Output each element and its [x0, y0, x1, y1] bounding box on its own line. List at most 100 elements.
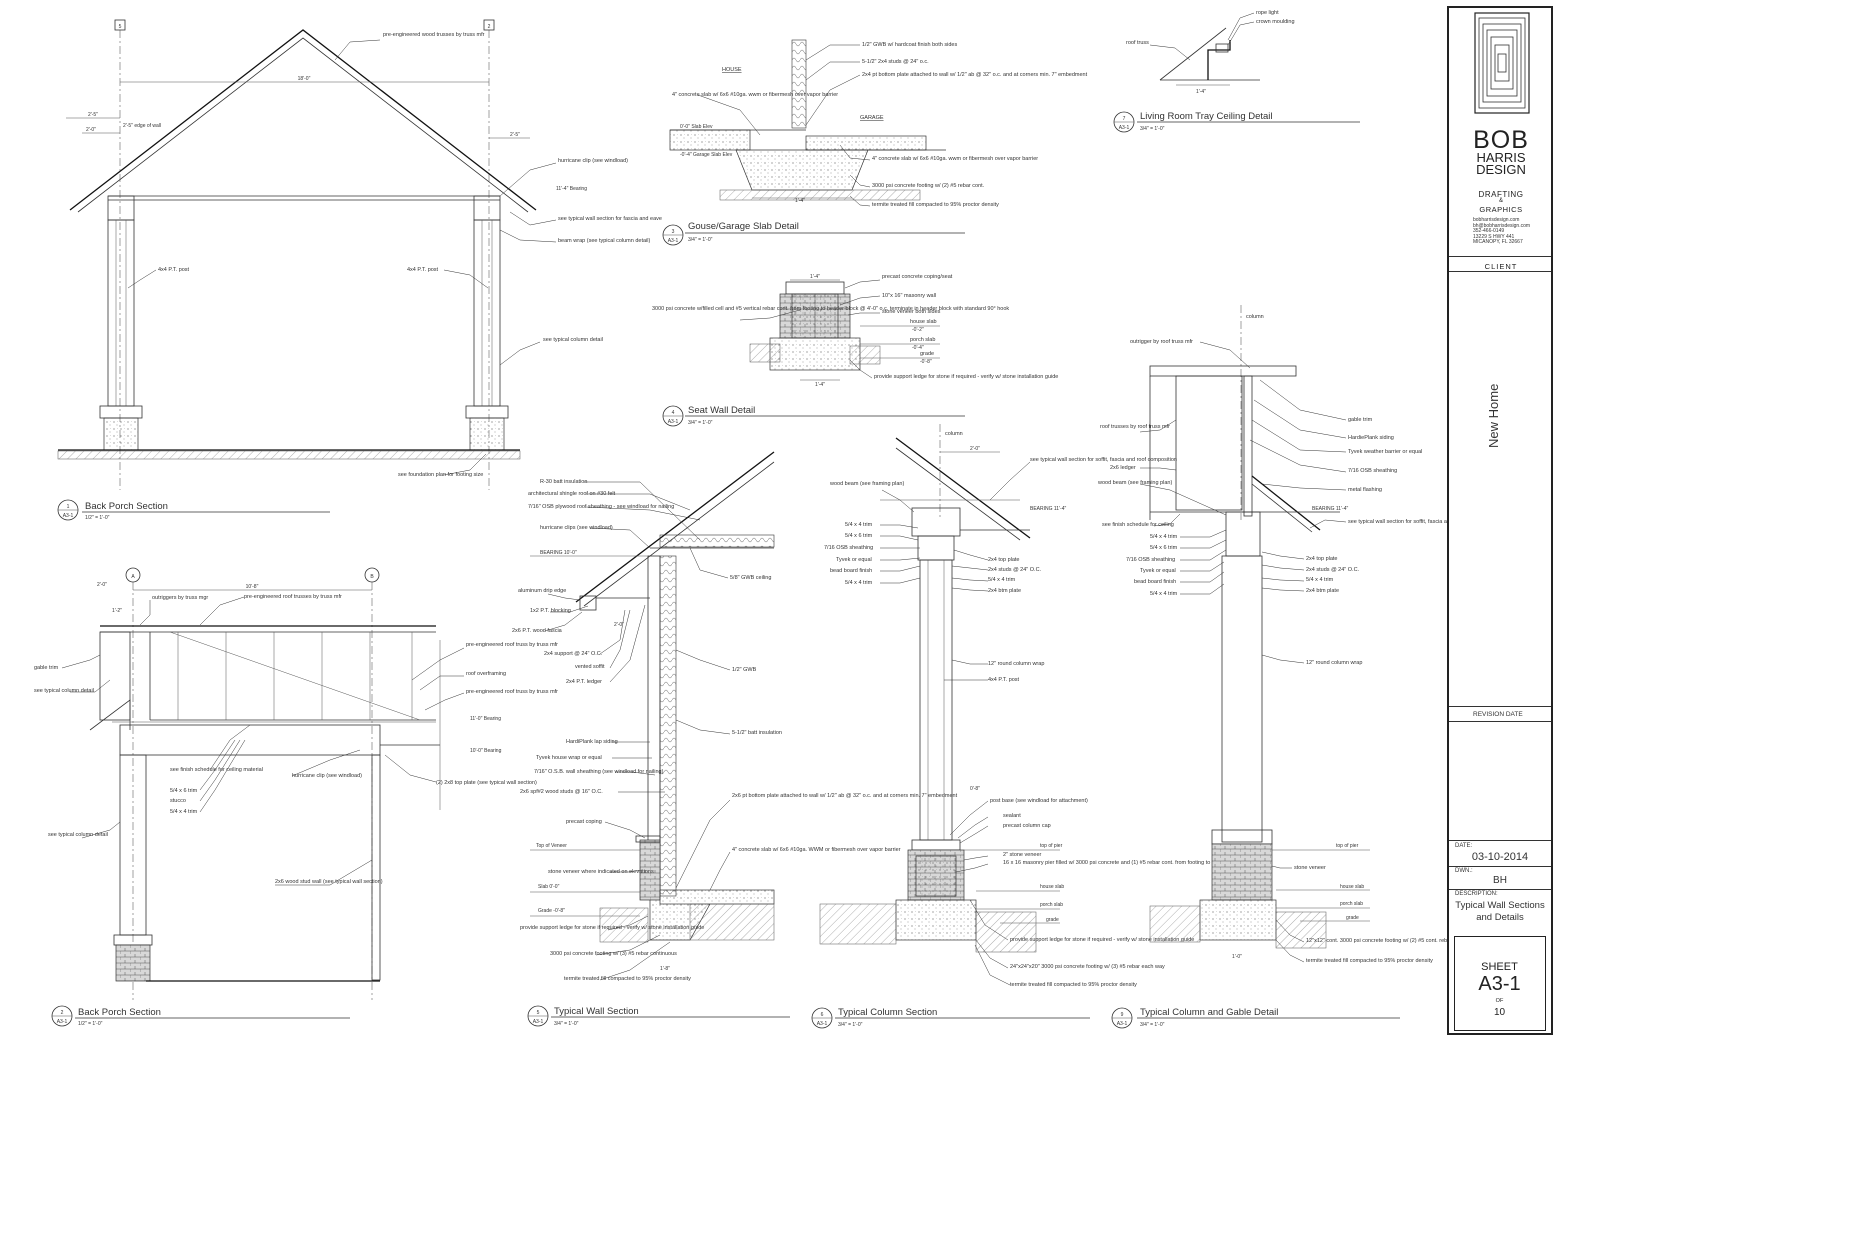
note-text: 5/4 x 6 trim	[170, 788, 198, 794]
firm-name-line: BOB	[1473, 126, 1529, 154]
note-text: 4" concrete slab w/ 6x6 #10ga. wwm or fi…	[872, 156, 1038, 162]
detail-title: Back Porch Section	[78, 1007, 161, 1018]
detail-number: 7	[1123, 116, 1126, 122]
dim-text: 2'-5" edge of wall	[123, 123, 161, 129]
total-sheets: 10	[1493, 1007, 1506, 1018]
note-text: 2x4 top plate	[1306, 556, 1338, 562]
note-text: 3000 psi concrete footing w/ (2) #5 reba…	[872, 183, 985, 189]
detail-4-seat-wall: 1'-4" 1'-4" precast concrete coping/seat…	[652, 274, 1058, 427]
note-text: 1/2" GWB w/ hardcoat finish both sides	[862, 42, 957, 48]
note-text: 4x4 P.T. post	[407, 267, 439, 273]
firm-address: 13229 S HWY 441	[1473, 233, 1515, 240]
note-text: gable trim	[34, 665, 59, 671]
note-text: column	[945, 431, 963, 437]
client-label: CLIENT	[1484, 262, 1518, 271]
detail-scale: 1/2" = 1'-0"	[78, 1021, 103, 1027]
round-column	[1221, 555, 1263, 843]
note-text: pre-engineered roof truss by truss mfr	[466, 642, 558, 648]
note-text: sealant	[1003, 813, 1021, 819]
divider	[1449, 840, 1551, 841]
sheet-number-box: SHEET A3-1 OF 10	[1454, 936, 1546, 1031]
porch-beam	[119, 724, 381, 756]
note-text: aluminum drip edge	[518, 588, 566, 594]
note-text: wood beam (see framing plan)	[829, 481, 904, 487]
note-text: see foundation plan for footing size	[398, 472, 483, 478]
divider	[1449, 256, 1551, 257]
firm-name-line: HARRIS	[1476, 150, 1526, 165]
note-text: see typical column detail	[34, 688, 94, 694]
detail-number: 4	[672, 410, 675, 416]
note-text: termite treated fill compacted to 95% pr…	[564, 976, 691, 982]
detail-sheet-ref: A3-1	[57, 1019, 68, 1025]
detail-number: 2	[61, 1010, 64, 1016]
note-text: 5/4 x 4 trim	[1150, 534, 1178, 540]
note-text: 5/4 x 4 trim	[1306, 577, 1334, 583]
dim-text: 2'-0"	[614, 622, 624, 628]
dim-text: BEARING 11'-4"	[1030, 506, 1066, 512]
note-text: 7/16 OSB sheathing	[824, 545, 873, 551]
drawing-sheet: 5 2 18'-0" 2'-5" 2'-5" edge of wall 2'-0…	[34, 10, 1495, 1029]
dim-text: 2'-0"	[970, 446, 980, 452]
note-text: 3000 psi concrete w/filled cell and #5 v…	[652, 306, 1009, 312]
note-text: 2x4 studs @ 24" O.C.	[988, 567, 1042, 573]
roof-line	[895, 437, 1031, 539]
note-text: porch slab	[910, 337, 935, 343]
note-text: 5/4 x 4 trim	[845, 580, 873, 586]
detail-number: 9	[1121, 1012, 1124, 1018]
grid-bubble-label: 2	[488, 24, 491, 30]
note-text: rope light	[1256, 10, 1279, 16]
note-text: 5/8" GWB ceiling	[730, 575, 771, 581]
roof-line	[575, 451, 775, 603]
garage-label: GARAGE	[860, 115, 884, 121]
detail-number: 3	[672, 229, 675, 235]
dim-text: top of pier	[1040, 843, 1063, 849]
footing	[769, 337, 861, 371]
note-text: 12" round column wrap	[988, 661, 1044, 667]
dim-text: Grade -0'-8"	[538, 908, 565, 914]
dim-text: 0'-0" Slab Elev	[680, 124, 713, 130]
note-text: 4" concrete slab w/ 6x6 #10ga. wwm or fi…	[672, 92, 838, 98]
note-text: 12"x12" cont. 3000 psi concrete footing …	[1306, 938, 1452, 944]
firm-logo	[1474, 12, 1530, 114]
note-text: house slab	[910, 319, 937, 325]
note-text: 2x6 pt bottom plate attached to wall w/ …	[732, 793, 958, 799]
dim-text: 1'-4"	[1196, 89, 1206, 95]
note-text: 24"x24"x20" 3000 psi concrete footing w/…	[1010, 964, 1165, 970]
note-text: 1/2" GWB	[732, 667, 757, 673]
firm-phone: 352-466-0149	[1473, 228, 1505, 235]
title-block: BOB HARRIS DESIGN DRAFTING & GRAPHICS bo…	[1447, 6, 1553, 1035]
dim-text: 2'-0"	[86, 127, 96, 133]
note-text: 2" stone veneer	[1003, 852, 1042, 858]
note-text: wood beam (see framing plan)	[1097, 480, 1172, 486]
dim-text: 1'-0"	[1232, 954, 1242, 960]
note-text: provide support ledge for stone if requi…	[874, 374, 1058, 380]
dim-text: 2'-5"	[88, 112, 98, 118]
note-text: hurricane clip (see windload)	[558, 158, 628, 164]
footing	[1199, 899, 1277, 941]
note-text: termite treated fill compacted to 95% pr…	[872, 202, 999, 208]
divider	[1449, 721, 1551, 722]
note-text: Tyvek or equal	[836, 557, 872, 563]
detail-title: Living Room Tray Ceiling Detail	[1140, 111, 1273, 122]
tray-step	[1207, 40, 1231, 80]
note-text: roof truss	[1126, 40, 1149, 46]
note-text: roof trusses by roof truss mfr	[1100, 424, 1170, 430]
detail-sheet-ref: A3-1	[1117, 1021, 1128, 1027]
detail-scale: 3/4" = 1'-0"	[554, 1021, 579, 1027]
column-cap	[911, 839, 961, 851]
detail-title: Typical Column Section	[838, 1007, 937, 1018]
note-text: HardiPlank lap siding	[566, 739, 618, 745]
revision-label: REVISION DATE	[1473, 711, 1523, 718]
detail-2-back-porch-section: A B 10'-8" 2'-0" 1'-2" 11'-0" Be	[34, 567, 558, 1027]
note-text: crown moulding	[1256, 19, 1295, 25]
note-text: 2x4 pt bottom plate attached to wall w/ …	[862, 72, 1088, 78]
note-text: (2) 2x8 top plate (see typical wall sect…	[436, 780, 537, 786]
dim-text: top of pier	[1336, 843, 1359, 849]
firm-name-line: HARRIS DESIGN	[1449, 150, 1553, 176]
note-text: 2x4 P.T. ledger	[566, 679, 602, 685]
drawn-value: BH	[1493, 875, 1507, 886]
note-text: 4x4 P.T. post	[988, 677, 1020, 683]
dim-text: 2'-0"	[97, 582, 107, 588]
gable-end	[1175, 375, 1243, 511]
note-text: pre-engineered roof trusses by truss mfr	[244, 594, 342, 600]
